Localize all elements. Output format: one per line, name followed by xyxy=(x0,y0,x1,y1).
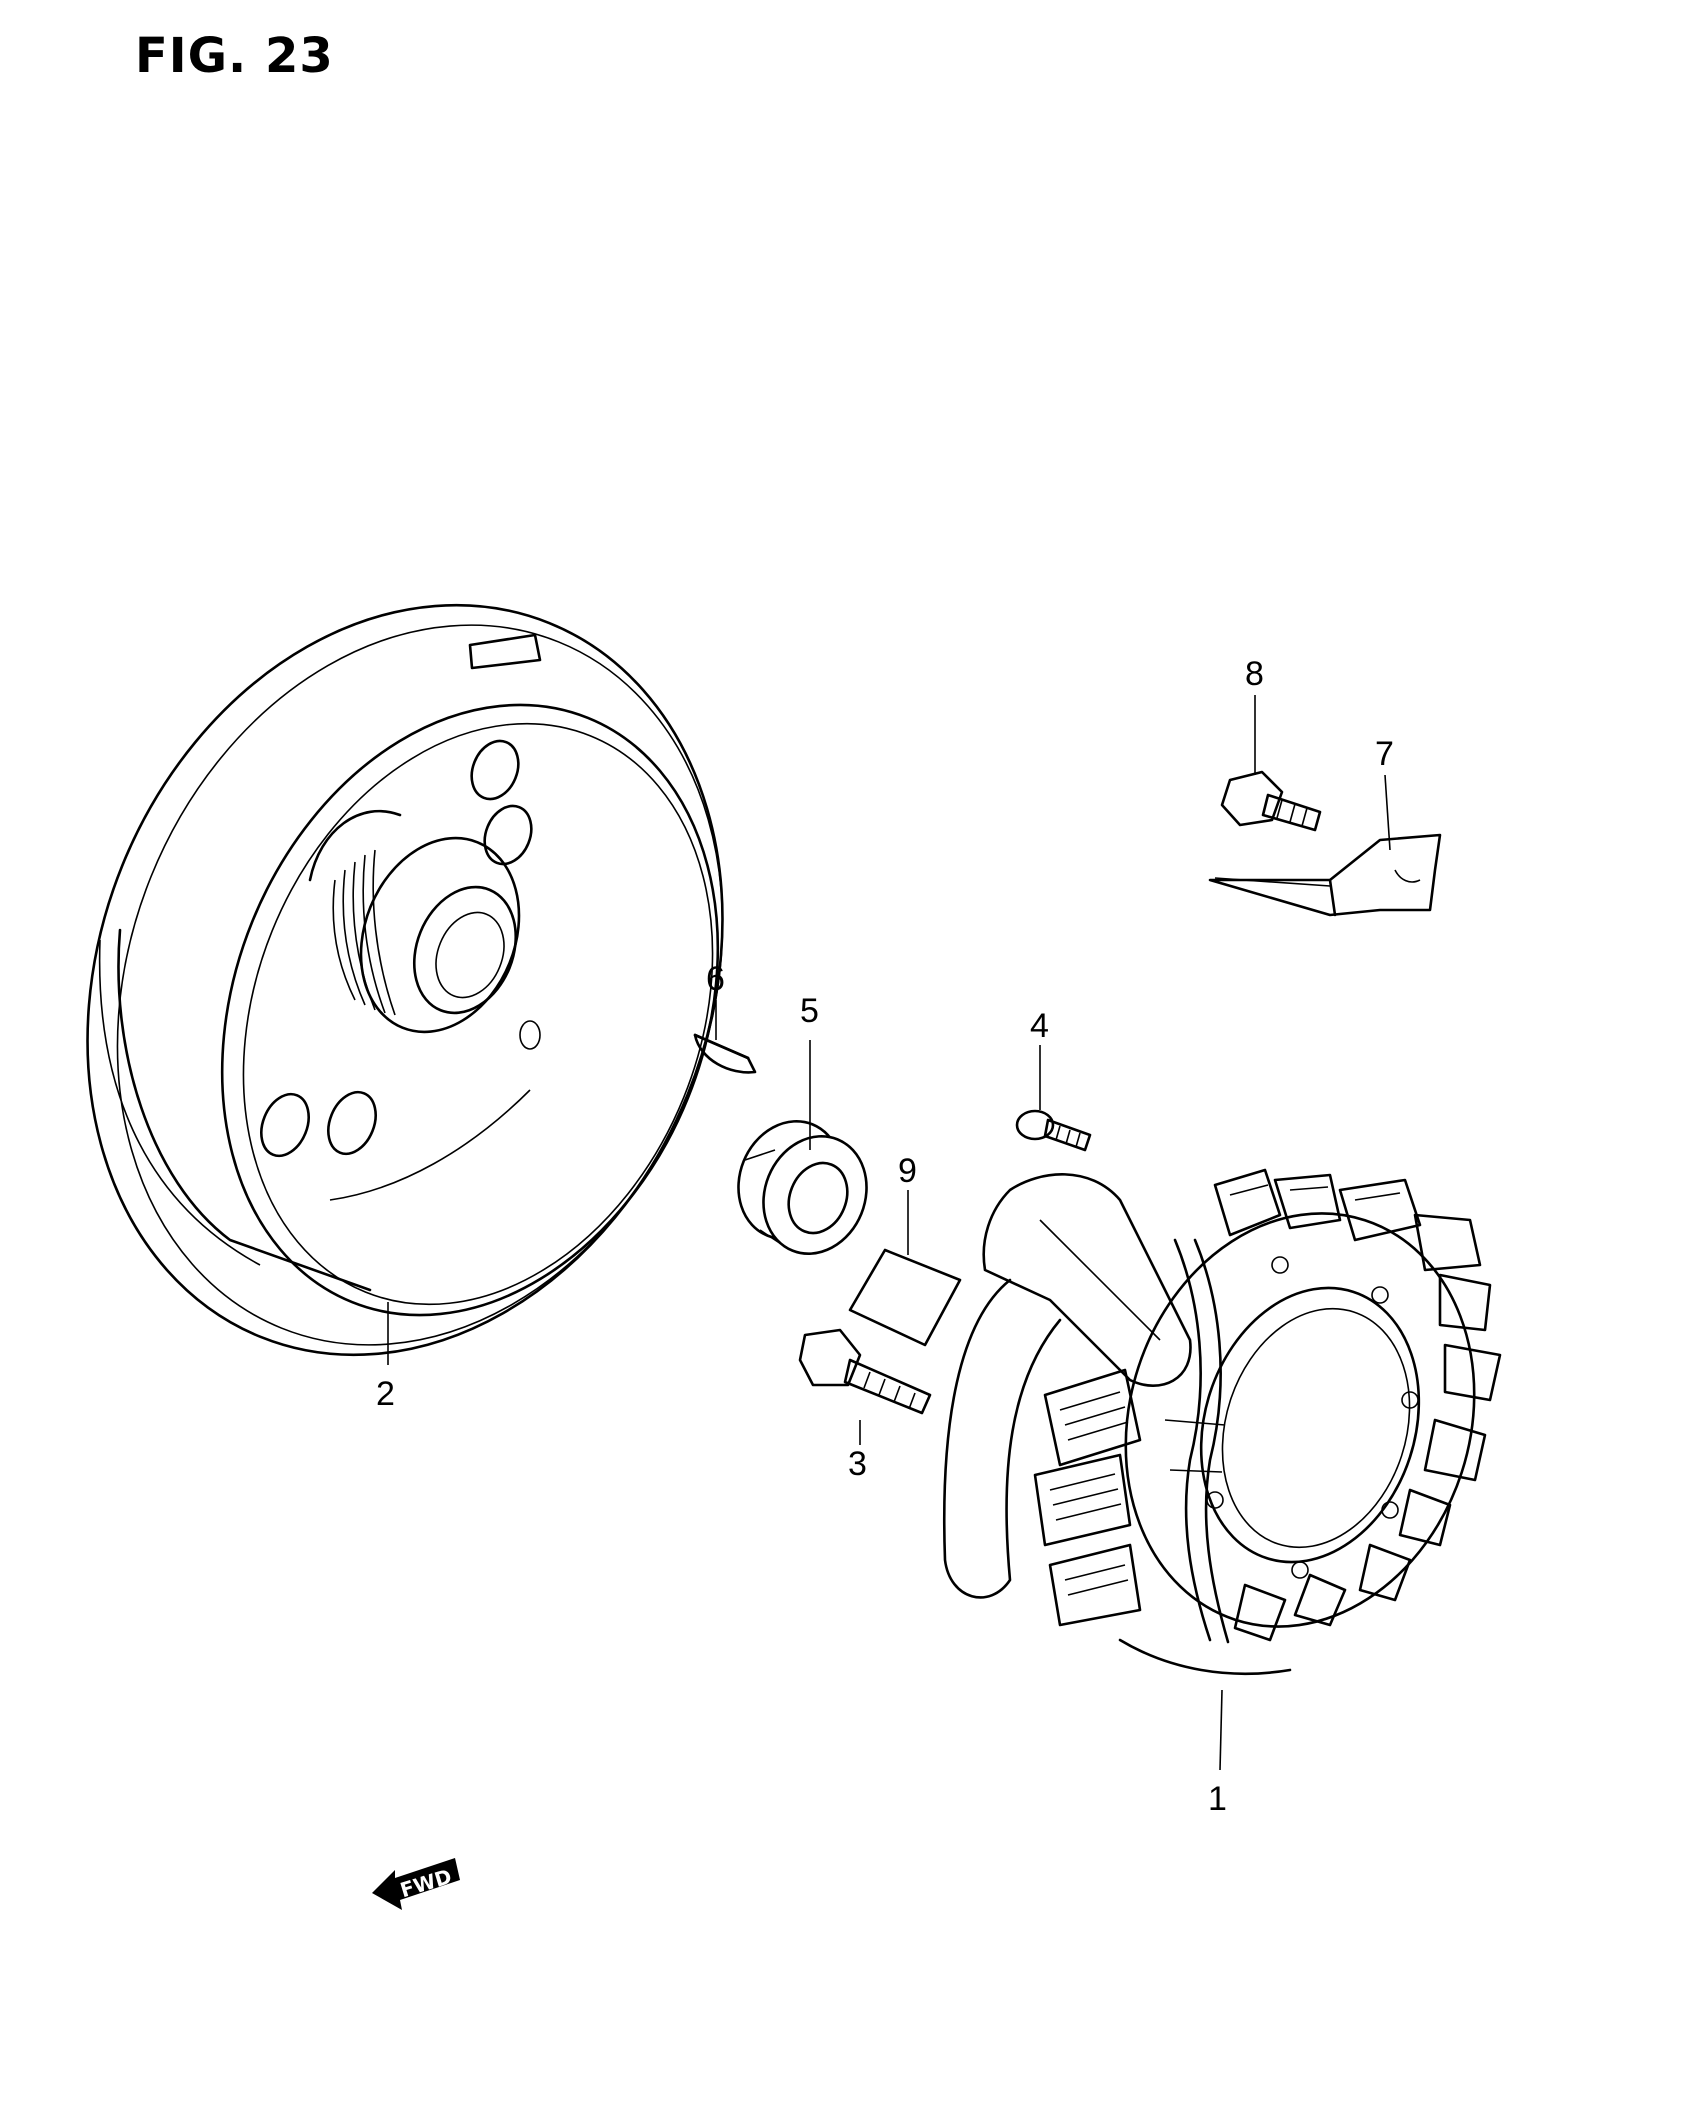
stator-assembly[interactable] xyxy=(942,1168,1526,1675)
callout-5: 5 xyxy=(800,992,819,1030)
figure-title: FIG. 23 xyxy=(135,28,334,84)
flywheel-rotor[interactable] xyxy=(0,509,832,1451)
callout-7: 7 xyxy=(1375,735,1394,773)
wire-clamp[interactable] xyxy=(1208,833,1442,917)
bolt-3[interactable] xyxy=(798,1328,932,1415)
collar-nut[interactable] xyxy=(721,1106,884,1270)
fwd-label: FWD xyxy=(397,1864,454,1902)
callout-9: 9 xyxy=(898,1152,917,1190)
bolt-8[interactable] xyxy=(1220,770,1322,832)
woodruff-key[interactable] xyxy=(693,1033,757,1074)
callout-8: 8 xyxy=(1245,655,1264,693)
callout-3: 3 xyxy=(848,1445,867,1483)
callout-4: 4 xyxy=(1030,1007,1049,1045)
callout-6: 6 xyxy=(706,960,725,998)
plate-shim[interactable] xyxy=(848,1248,962,1347)
callout-1: 1 xyxy=(1208,1780,1227,1818)
leader-lines xyxy=(387,695,1391,1771)
forward-arrow-icon: FWD xyxy=(372,1858,460,1910)
screw-4[interactable] xyxy=(1015,1109,1092,1152)
callout-2: 2 xyxy=(376,1375,395,1413)
